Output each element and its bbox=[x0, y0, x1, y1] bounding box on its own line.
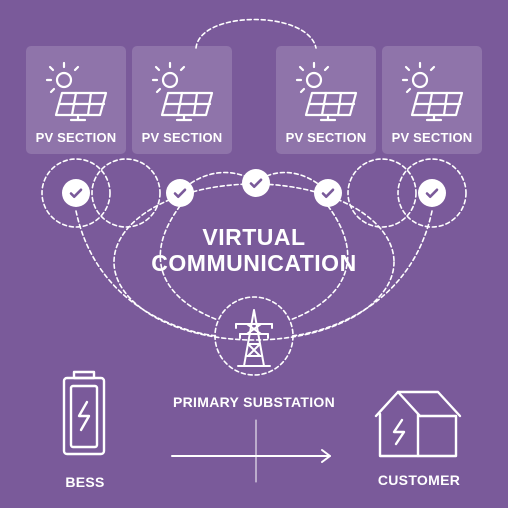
battery-bolt-icon bbox=[62, 370, 106, 456]
communication-ellipse bbox=[113, 183, 395, 341]
check-icon bbox=[418, 179, 446, 207]
transmission-tower-icon bbox=[235, 309, 273, 367]
check-ring-2 bbox=[91, 158, 161, 228]
check-icon bbox=[62, 179, 90, 207]
top-arc-line bbox=[195, 18, 317, 49]
check-ring-1 bbox=[41, 158, 111, 228]
pv-section-card-1: PV SECTION bbox=[26, 46, 126, 154]
substation-ring bbox=[214, 296, 294, 376]
check-icon bbox=[242, 169, 270, 197]
check-icon bbox=[314, 179, 342, 207]
pv-section-label: PV SECTION bbox=[35, 130, 117, 145]
inner-line-right bbox=[289, 205, 349, 321]
pv-section-label: PV SECTION bbox=[391, 130, 473, 145]
pv-section-label: PV SECTION bbox=[285, 130, 367, 145]
customer-label: CUSTOMER bbox=[377, 472, 461, 488]
flow-arrow bbox=[171, 419, 331, 483]
pv-section-card-2: PV SECTION bbox=[132, 46, 232, 154]
outer-line-left bbox=[75, 210, 217, 337]
solar-panel-icon bbox=[151, 61, 214, 122]
check-ring-4 bbox=[397, 158, 467, 228]
house-bolt-icon bbox=[374, 390, 462, 458]
bess-label: BESS bbox=[65, 474, 105, 490]
inner-line-left bbox=[159, 205, 219, 321]
solar-panel-icon bbox=[401, 61, 464, 122]
solar-panel-icon bbox=[295, 61, 358, 122]
pv-section-card-3: PV SECTION bbox=[276, 46, 376, 154]
pv-section-card-4: PV SECTION bbox=[382, 46, 482, 154]
primary-substation-label: PRIMARY SUBSTATION bbox=[173, 394, 335, 410]
check-icon bbox=[166, 179, 194, 207]
virtual-communication-line2: COMMUNICATION bbox=[151, 250, 357, 276]
pv-section-label: PV SECTION bbox=[141, 130, 223, 145]
outer-line-right bbox=[291, 210, 433, 337]
virtual-communication-line1: VIRTUAL bbox=[202, 224, 306, 250]
check-ring-3 bbox=[347, 158, 417, 228]
solar-panel-icon bbox=[45, 61, 108, 122]
